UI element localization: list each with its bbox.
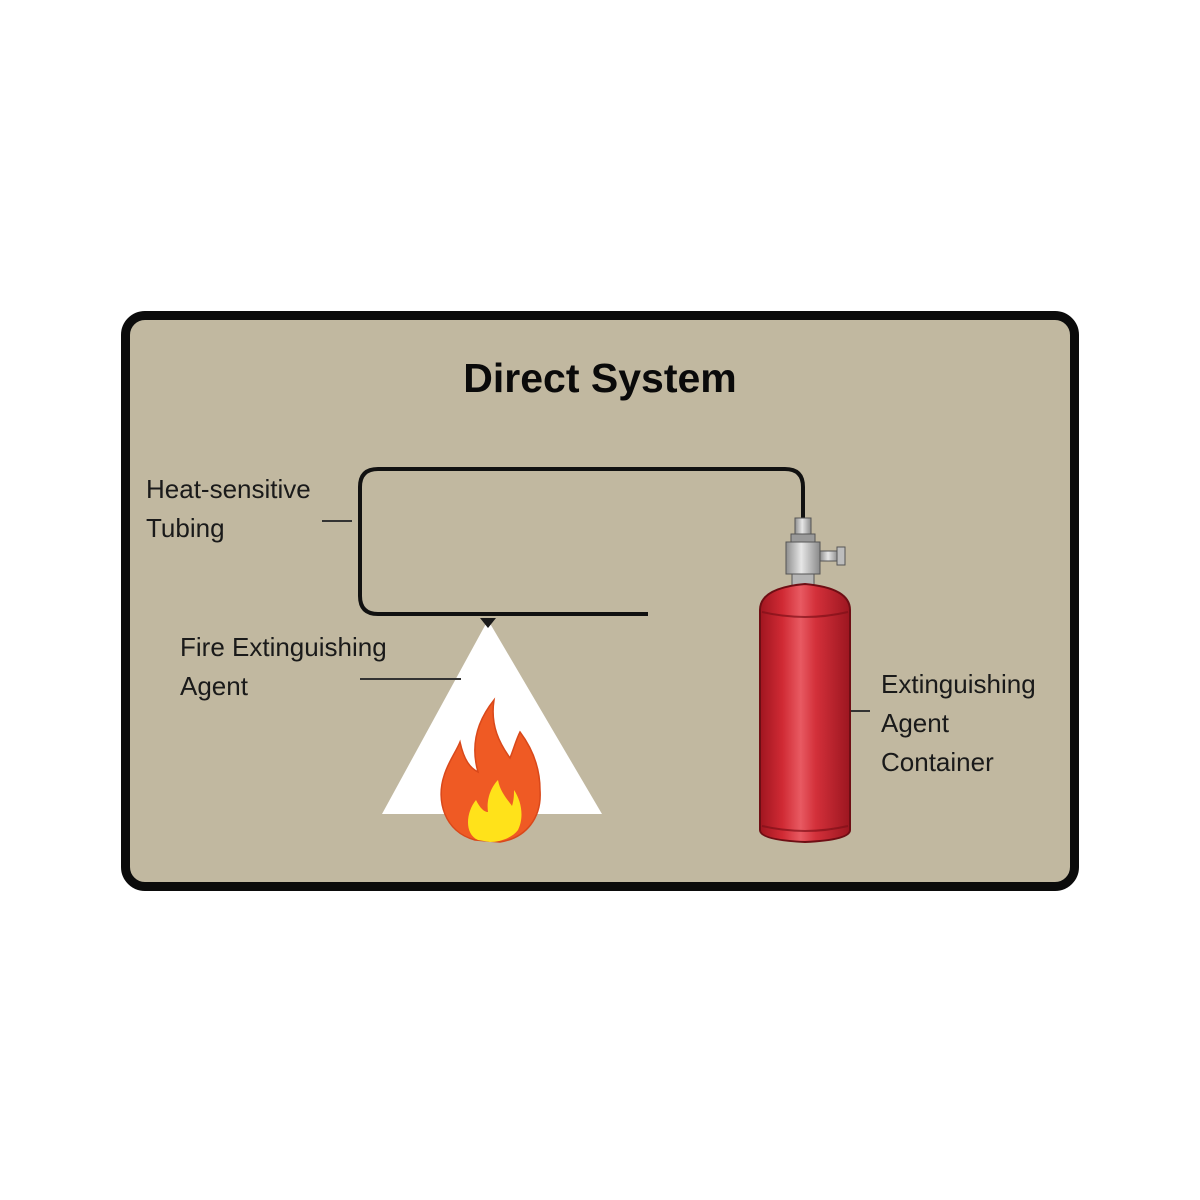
container-label-line-3: Container: [881, 747, 994, 777]
diagram-title: Direct System: [463, 355, 737, 401]
tubing-label-line-2: Tubing: [146, 513, 225, 543]
heat-sensitive-tubing: [358, 467, 805, 616]
container-label-line-2: Agent: [881, 708, 949, 738]
tubing-label-line-1: Heat-sensitive: [146, 474, 311, 504]
container-label-line-1: Extinguishing: [881, 669, 1036, 699]
fire-extinguishing-agent-label: Fire Extinguishing Agent: [180, 628, 387, 706]
fire-icon: [440, 697, 541, 843]
extinguishing-agent-container-label: Extinguishing Agent Container: [881, 665, 1036, 782]
heat-sensitive-tubing-label: Heat-sensitive Tubing: [146, 470, 311, 548]
agent-label-line-1: Fire Extinguishing: [180, 632, 387, 662]
diagram-panel: [121, 311, 1079, 891]
agent-label-line-2: Agent: [180, 671, 248, 701]
agent-container-cylinder: [759, 582, 851, 844]
cylinder-valve-icon: [785, 517, 846, 587]
nozzle-icon: [480, 618, 496, 628]
